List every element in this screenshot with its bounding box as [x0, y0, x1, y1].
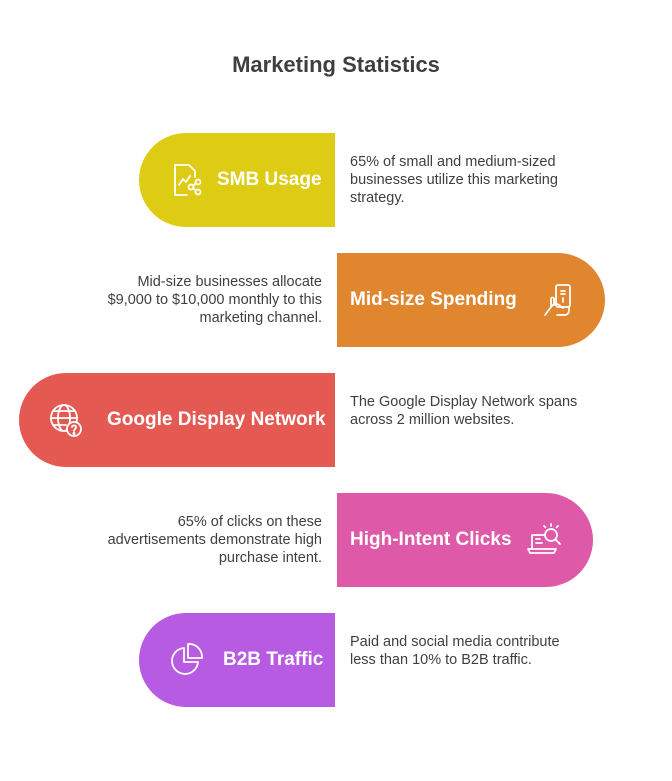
smb-usage-description: 65% of small and medium-sized businesses…	[350, 154, 558, 206]
pie-chart-icon	[167, 641, 205, 679]
laptop-search-icon	[526, 521, 564, 559]
google-display-network-description: The Google Display Network spans across …	[350, 394, 578, 428]
chart-network-icon	[167, 161, 205, 199]
smb-usage-label: SMB Usage	[217, 169, 322, 190]
globe-question-icon	[47, 401, 85, 439]
b2b-traffic-description: Paid and social media contribute less th…	[350, 634, 560, 668]
page-title: Marketing Statistics	[232, 52, 440, 77]
midsize-spending-pill: Mid-size Spending	[337, 253, 605, 347]
high-intent-clicks-label: High-Intent Clicks	[350, 529, 512, 550]
midsize-spending-label: Mid-size Spending	[350, 289, 517, 310]
high-intent-clicks-description: 65% of clicks on these advertisements de…	[107, 514, 322, 566]
google-display-network-pill: Google Display Network	[19, 373, 335, 467]
midsize-spending-description: Mid-size businesses allocate $9,000 to $…	[107, 274, 322, 326]
high-intent-clicks-pill: High-Intent Clicks	[337, 493, 593, 587]
google-display-network-label: Google Display Network	[107, 409, 326, 430]
b2b-traffic-label: B2B Traffic	[223, 649, 324, 670]
hand-money-icon	[539, 281, 577, 319]
b2b-traffic-pill: B2B Traffic	[139, 613, 335, 707]
smb-usage-pill: SMB Usage	[139, 133, 335, 227]
